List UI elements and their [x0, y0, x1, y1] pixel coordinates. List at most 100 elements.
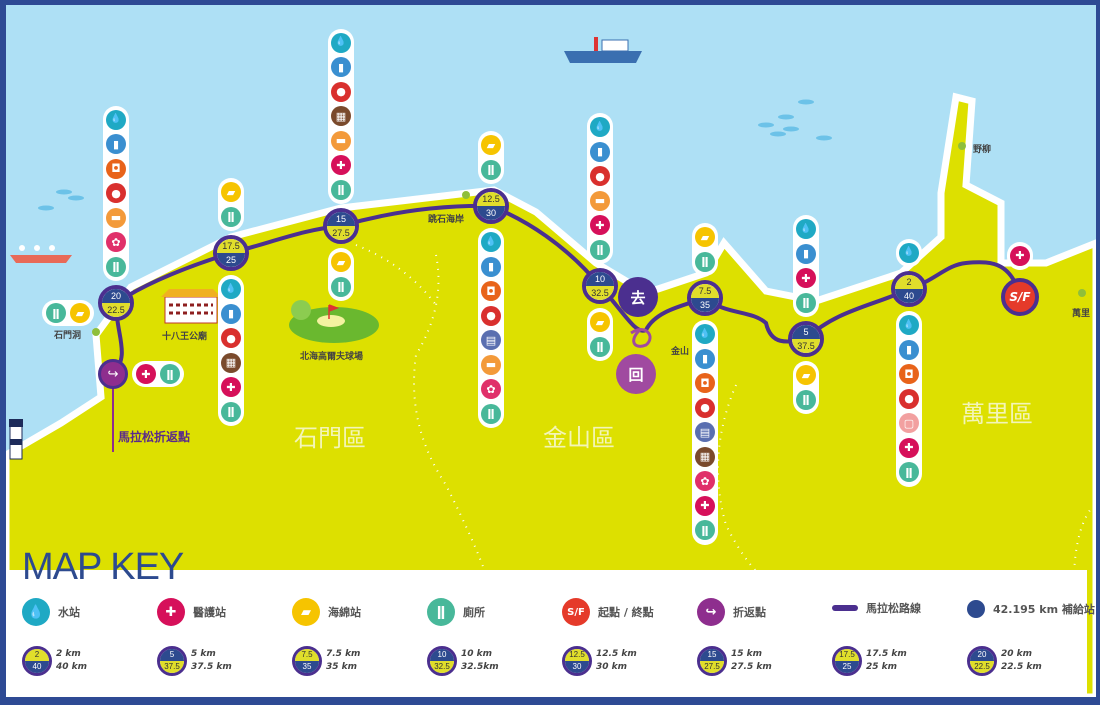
- place-label: 野柳: [973, 145, 992, 155]
- banana-icon: ▬: [481, 354, 501, 375]
- marker-top: 5: [160, 649, 184, 661]
- station-km-return: 22.5: [102, 303, 130, 317]
- amenity-pill: 💧▮✚ǁ: [793, 215, 819, 317]
- toilet-icon: ǁ: [427, 598, 455, 626]
- amenity-pill: 💧▮●▬✚ǁ: [587, 113, 613, 264]
- apple-icon: ●: [221, 328, 241, 348]
- bottle-icon: ▮: [221, 303, 241, 324]
- apple-icon: ●: [695, 397, 715, 418]
- apple-icon: ●: [331, 81, 351, 102]
- toilet-icon: ǁ: [160, 364, 180, 384]
- legend-label: 42.195 km 補給站: [993, 603, 1095, 616]
- amenity-pill: ▰ǁ: [328, 248, 354, 301]
- legend-item-sponge: ▰海綿站: [292, 598, 361, 626]
- medical-icon: ✚: [899, 437, 919, 458]
- amenity-pill: 💧: [896, 238, 922, 267]
- flower-icon: ✿: [695, 471, 715, 491]
- toilet-icon: ǁ: [331, 179, 351, 200]
- legend-km-line1: 7.5 km: [326, 649, 361, 659]
- legend-km-line1: 5 km: [191, 649, 216, 659]
- toilet-icon: ǁ: [796, 292, 816, 313]
- amenity-pill: 💧▮●▦▬✚ǁ: [328, 28, 354, 204]
- water-icon: 💧: [796, 219, 816, 239]
- map-key: [6, 570, 1087, 697]
- toilet-icon: ǁ: [481, 403, 501, 424]
- medical-icon: ✚: [331, 155, 351, 175]
- toilet-icon: ǁ: [331, 276, 351, 297]
- legend-item-medical: ✚醫護站: [157, 598, 226, 626]
- station-km-return: 32.5: [586, 286, 614, 300]
- route-line-icon: [832, 605, 858, 611]
- orange-cup-icon: ◘: [106, 158, 126, 179]
- place-label: 金山: [671, 347, 690, 357]
- amenity-pill: ✚ǁ: [132, 361, 184, 387]
- bottle-icon: ▮: [695, 348, 715, 369]
- sponge-icon: ▰: [481, 135, 501, 155]
- toilet-icon: ǁ: [106, 256, 126, 277]
- legend-item-route-line: 馬拉松路線: [832, 600, 921, 616]
- lighthouse: [9, 419, 23, 460]
- bottle-icon: ▮: [331, 57, 351, 77]
- banana-icon: ▬: [106, 207, 126, 228]
- sport-drink-icon: ▤: [695, 422, 715, 442]
- orange-cup-icon: ◘: [899, 364, 919, 384]
- station-km-outbound: 20: [102, 289, 130, 303]
- turnaround-icon: ↪: [697, 598, 725, 626]
- legend-label: 馬拉松路線: [866, 602, 921, 615]
- legend-km-line2: 25 km: [866, 662, 898, 672]
- marker-top: 17.5: [835, 649, 859, 661]
- water-icon: 💧: [590, 117, 610, 137]
- medical-icon: ✚: [221, 377, 241, 397]
- apple-icon: ●: [106, 183, 126, 203]
- legend-km-line1: 2 km: [56, 649, 81, 659]
- apple-icon: ●: [899, 388, 919, 409]
- chocolate-icon: ▦: [695, 446, 715, 467]
- station-km-return: 30: [477, 206, 505, 220]
- flower-icon: ✿: [481, 379, 501, 399]
- station-km-outbound: 7.5: [691, 284, 719, 298]
- amenity-pill: ✚: [1007, 241, 1033, 270]
- rowing-boat: [10, 245, 72, 263]
- marker-top: 7.5: [295, 649, 319, 661]
- legend-label: 廁所: [463, 606, 485, 619]
- station-km-return: 25: [217, 253, 245, 267]
- medical-icon: ✚: [157, 598, 185, 626]
- marker-bottom: 37.5: [160, 661, 184, 673]
- water-icon: 💧: [899, 315, 919, 335]
- toilet-icon: ǁ: [695, 251, 715, 272]
- station-km-return: 35: [691, 298, 719, 312]
- toilet-icon: ǁ: [590, 336, 610, 357]
- map-key-title: MAP KEY: [22, 546, 184, 588]
- legend-km-line2: 35 km: [326, 662, 358, 672]
- legend-km-line1: 15 km: [731, 649, 763, 659]
- orange-cup-icon: ◘: [481, 281, 501, 301]
- sponge-icon: ▰: [221, 182, 241, 202]
- marker-top: 10: [430, 649, 454, 661]
- amenity-pill: ▰ǁ: [587, 308, 613, 361]
- pink-box-icon: ▢: [899, 413, 919, 433]
- station-km-return: 40: [895, 289, 923, 303]
- marker-bottom: 30: [565, 661, 589, 673]
- toilet-icon: ǁ: [695, 520, 715, 540]
- bottle-icon: ▮: [899, 339, 919, 360]
- sponge-icon: ▰: [590, 312, 610, 332]
- district-label: 萬里區: [961, 400, 1033, 428]
- legend-label: 起點 / 終點: [598, 606, 654, 619]
- water-icon: 💧: [695, 324, 715, 344]
- toilet-icon: ǁ: [221, 206, 241, 227]
- district-label: 金山區: [543, 424, 615, 452]
- amenity-pill: 💧▮◘●▬✿ǁ: [103, 105, 129, 281]
- bottle-icon: ▮: [481, 256, 501, 277]
